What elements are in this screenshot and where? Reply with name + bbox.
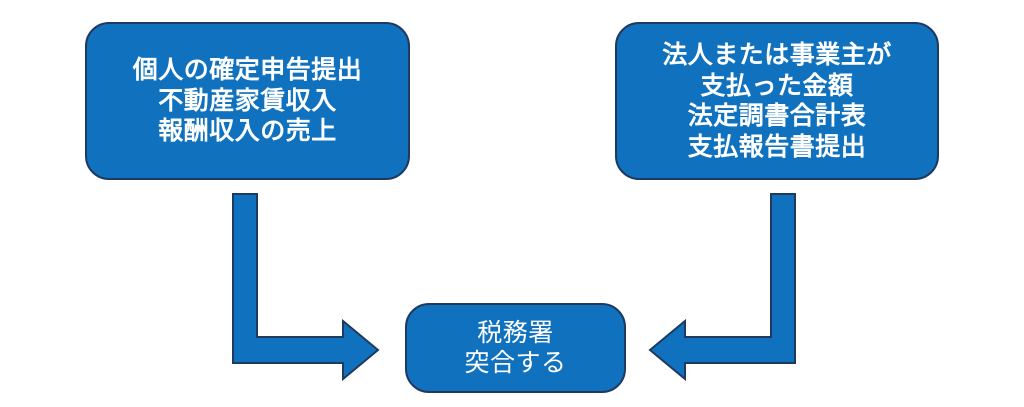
individual-filing-box: 個人の確定申告提出 不動産家賃収入 報酬収入の売上 <box>85 22 410 180</box>
corporate-payment-line-2: 支払った金額 <box>700 71 854 100</box>
individual-filing-line-1: 個人の確定申告提出 <box>132 56 363 85</box>
corporate-payment-line-3: 法定調書合計表 <box>687 102 867 130</box>
corporate-payment-box: 法人または事業主が 支払った金額 法定調書合計表 支払報告書提出 <box>615 22 939 180</box>
tax-office-line-1: 税務署 <box>477 318 554 347</box>
individual-filing-line-2: 不動産家賃収入 <box>158 86 337 115</box>
corporate-payment-line-4: 支払報告書提出 <box>687 132 867 161</box>
corporate-payment-line-1: 法人または事業主が <box>662 41 892 69</box>
elbow-arrow-left-shape <box>648 193 796 382</box>
tax-office-box: 税務署 突合する <box>405 303 626 393</box>
arrow-corporate-to-tax-office <box>648 193 796 382</box>
arrow-individual-to-tax-office <box>232 193 380 382</box>
elbow-arrow-right-shape <box>232 193 380 382</box>
individual-filing-line-3: 報酬収入の売上 <box>158 117 337 146</box>
tax-office-line-2: 突合する <box>464 349 567 377</box>
